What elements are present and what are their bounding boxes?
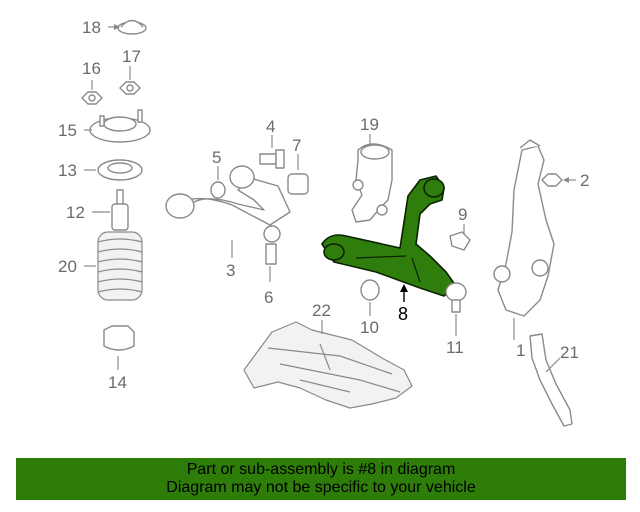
part-2-nut — [541, 173, 576, 187]
part-15-mount — [84, 109, 151, 143]
part-19-bracket — [351, 134, 393, 223]
part-5-bushing — [210, 166, 226, 199]
part-8-lower-control-arm — [321, 175, 457, 297]
callout-21: 21 — [560, 343, 579, 362]
callout-9: 9 — [458, 205, 467, 224]
callout-18: 18 — [82, 18, 101, 37]
suspension-parts-diagram: 1 2 3 4 5 6 7 8 9 10 11 12 13 14 15 16 1… — [58, 18, 589, 427]
callout-4: 4 — [266, 117, 275, 136]
callout-8-leader — [400, 284, 408, 302]
part-9-bushing — [449, 224, 471, 251]
part-16-nut — [81, 80, 103, 105]
callout-13: 13 — [58, 161, 77, 180]
callout-10: 10 — [360, 318, 379, 337]
part-10-bushing — [360, 279, 380, 316]
callout-19: 19 — [360, 115, 379, 134]
notice-banner: Part or sub-assembly is #8 in diagram Di… — [16, 458, 626, 500]
part-6-ball-joint — [265, 243, 277, 282]
callout-16: 16 — [82, 59, 101, 78]
part-3-upper-arm — [165, 165, 291, 258]
callout-15: 15 — [58, 121, 77, 140]
part-22-skid-plate — [243, 320, 413, 409]
part-4-bolt — [259, 135, 285, 169]
banner-line-1: Part or sub-assembly is #8 in diagram — [186, 461, 456, 478]
part-13-seat — [84, 159, 143, 181]
part-20-spring — [84, 231, 143, 301]
callout-20: 20 — [58, 257, 77, 276]
banner-line-2: Diagram may not be specific to your vehi… — [166, 479, 476, 496]
callout-3: 3 — [226, 261, 235, 280]
part-21-shield — [529, 333, 573, 427]
callout-12: 12 — [66, 203, 85, 222]
part-14-bumper — [103, 325, 135, 370]
callout-11: 11 — [446, 338, 464, 357]
callout-5: 5 — [212, 148, 221, 167]
callout-14: 14 — [108, 373, 127, 392]
part-18-cap — [108, 19, 147, 35]
callout-22: 22 — [312, 301, 331, 320]
part-12-shock — [92, 189, 129, 231]
part-7-bushing — [287, 154, 309, 195]
callout-6: 6 — [264, 288, 273, 307]
part-17-nut — [119, 66, 141, 95]
part-1-knuckle — [493, 139, 555, 340]
callout-8: 8 — [398, 304, 408, 324]
part-11-ball-joint — [445, 282, 467, 336]
callout-17: 17 — [122, 47, 141, 66]
callout-7: 7 — [292, 136, 301, 155]
callout-1: 1 — [516, 341, 525, 360]
callout-2: 2 — [580, 171, 589, 190]
